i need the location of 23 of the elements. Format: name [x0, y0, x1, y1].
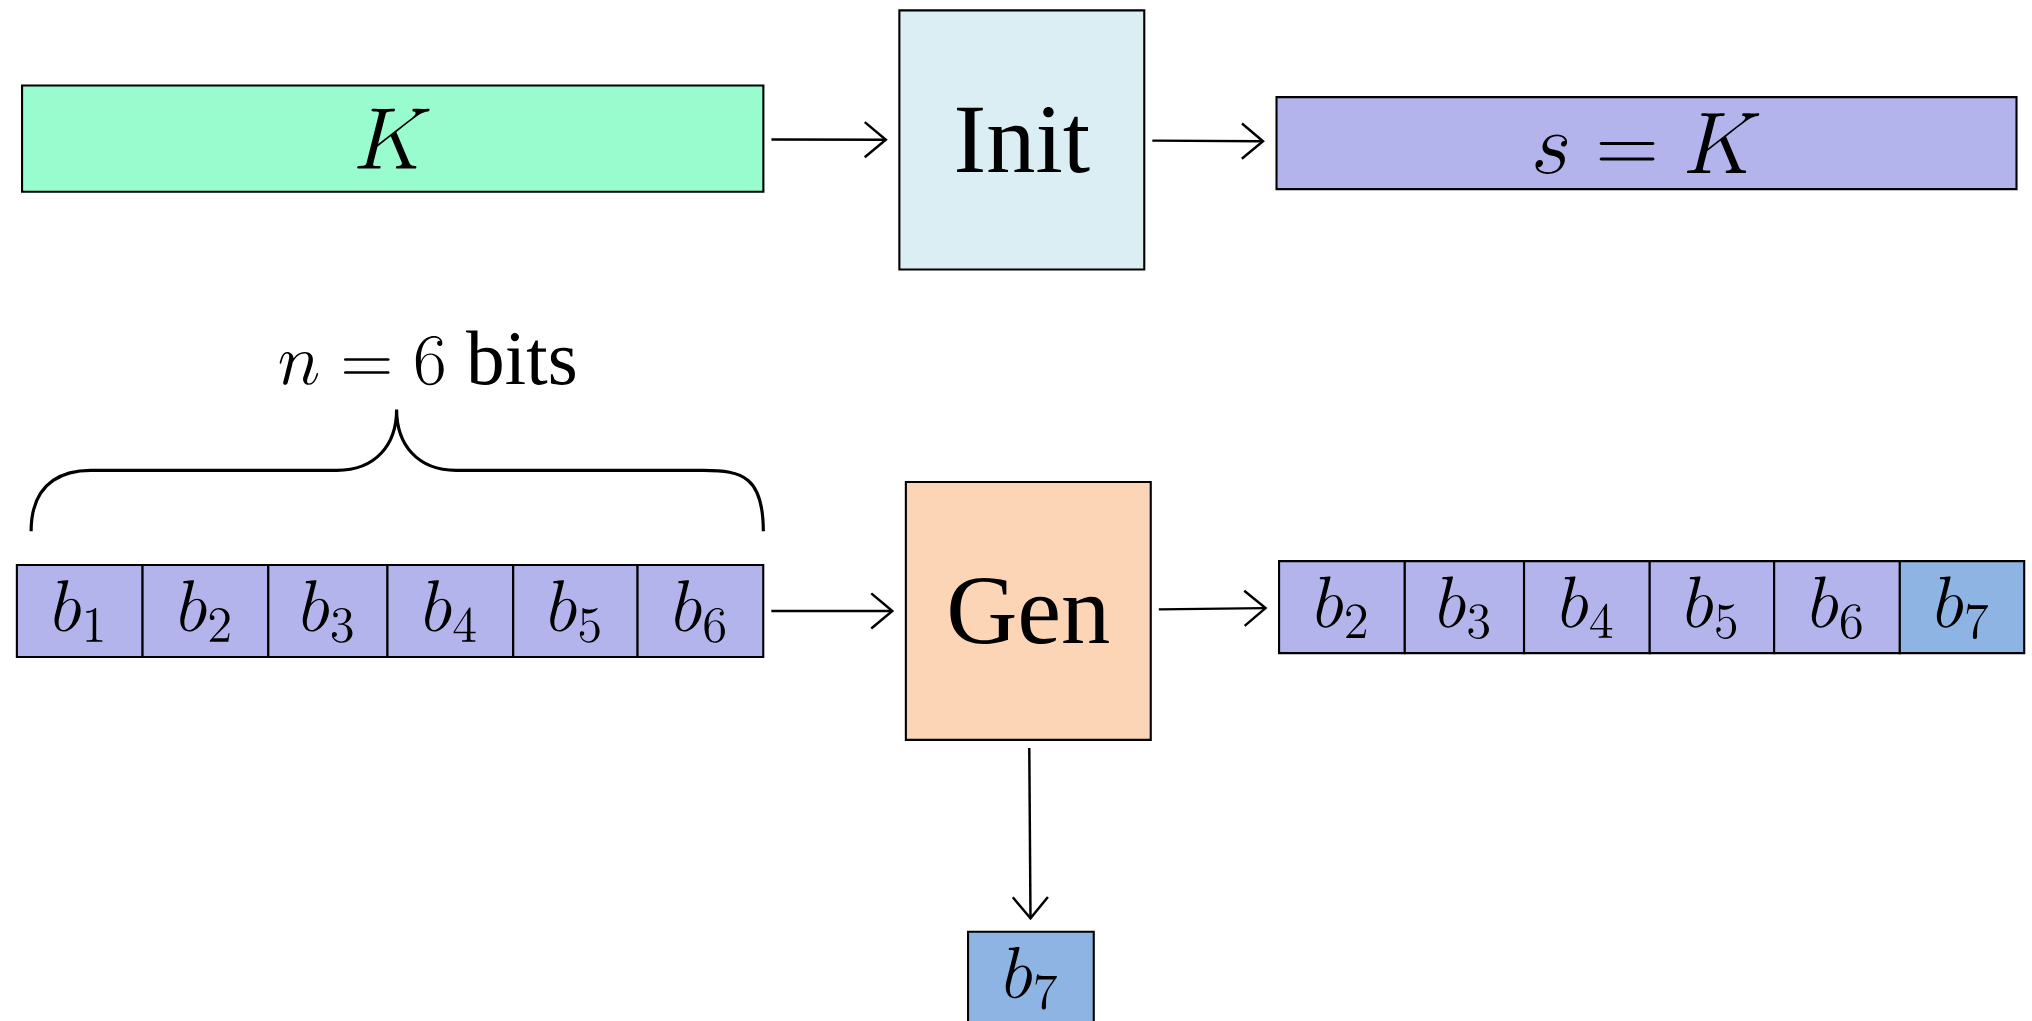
- bit-cell: $b_5$: [1648, 560, 1776, 655]
- arrow: [1158, 589, 1268, 627]
- bit-cell: $b_4$: [1523, 560, 1651, 655]
- arrow: [1011, 747, 1049, 921]
- bit-cell: $b_1$: [15, 563, 144, 658]
- arrow: [1152, 122, 1265, 160]
- bit-cell: $b_6$: [636, 563, 765, 658]
- process-box: Init: [898, 9, 1146, 271]
- bit-cell: $b_3$: [267, 563, 389, 658]
- arrow: [771, 121, 888, 159]
- bit-cell: $b_5$: [512, 563, 639, 658]
- input-box: $K$: [21, 84, 765, 193]
- bit-cell: $b_2$: [1278, 560, 1406, 655]
- bit-cell: $b_2$: [141, 563, 270, 658]
- bit-cell: $b_6$: [1773, 560, 1901, 655]
- bit-cell: $b_4$: [386, 563, 515, 658]
- output-bit-cell: $b_7$: [967, 930, 1095, 1021]
- bit-cell: $b_3$: [1403, 560, 1526, 655]
- state-box: $s = K$: [1275, 96, 2018, 191]
- bit-cell: $b_7$: [1898, 560, 2026, 655]
- brace-label: $n = 6 \text{ bits}$: [279, 330, 575, 386]
- bit-cell: Gen: [904, 480, 1152, 741]
- arrow: [771, 592, 895, 630]
